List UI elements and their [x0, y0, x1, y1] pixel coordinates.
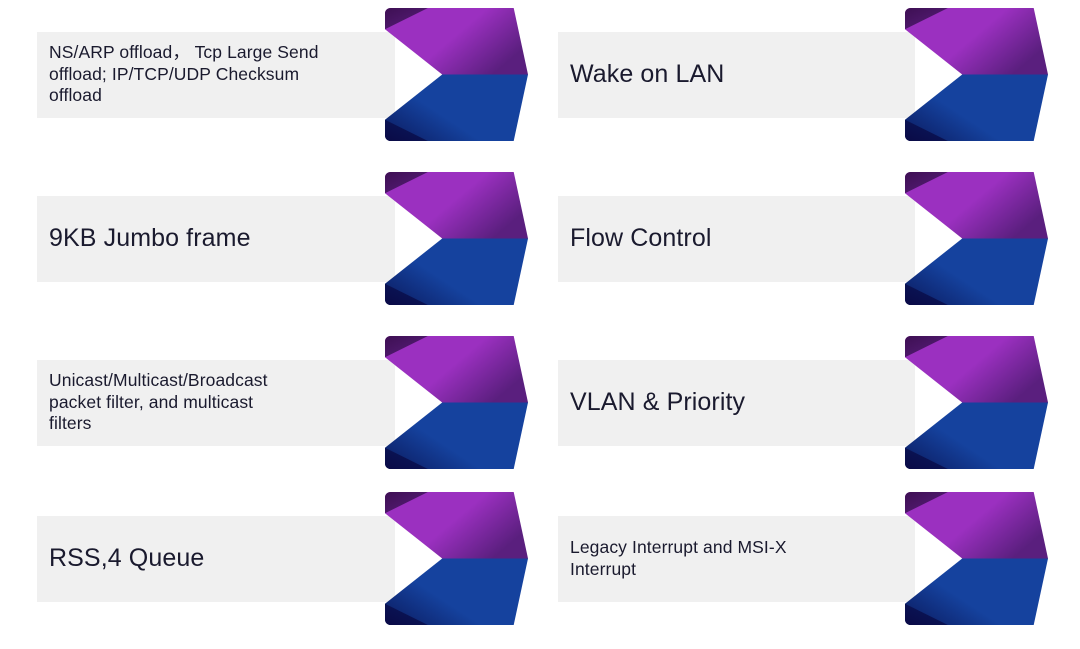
- item-label: Unicast/Multicast/Broadcast packet filte…: [49, 370, 268, 434]
- label-box-wake-on-lan: Wake on LAN: [558, 31, 915, 118]
- chevron-arrow-icon: [905, 492, 1048, 625]
- item-label: VLAN & Priority: [570, 388, 746, 417]
- item-label: RSS,4 Queue: [49, 544, 205, 573]
- item-label: NS/ARP offload， Tcp Large Send offload; …: [49, 42, 319, 106]
- chevron-arrow-icon: [385, 492, 528, 625]
- label-box-flow-control: Flow Control: [558, 195, 915, 282]
- label-box-offload-features: NS/ARP offload， Tcp Large Send offload; …: [37, 31, 395, 118]
- label-box-jumbo-frame: 9KB Jumbo frame: [37, 195, 395, 282]
- chevron-arrow-icon: [905, 336, 1048, 469]
- chevron-arrow-icon: [905, 172, 1048, 305]
- item-label: Legacy Interrupt and MSI-X Interrupt: [570, 537, 787, 579]
- item-label: 9KB Jumbo frame: [49, 224, 251, 253]
- item-label: Wake on LAN: [570, 60, 725, 89]
- chevron-arrow-icon: [385, 336, 528, 469]
- label-box-interrupt-modes: Legacy Interrupt and MSI-X Interrupt: [558, 515, 915, 602]
- label-box-vlan-priority: VLAN & Priority: [558, 359, 915, 446]
- label-box-packet-filters: Unicast/Multicast/Broadcast packet filte…: [37, 359, 395, 446]
- chevron-arrow-icon: [385, 8, 528, 141]
- chevron-arrow-icon: [385, 172, 528, 305]
- label-box-rss-queue: RSS,4 Queue: [37, 515, 395, 602]
- chevron-arrow-icon: [905, 8, 1048, 141]
- item-label: Flow Control: [570, 224, 712, 253]
